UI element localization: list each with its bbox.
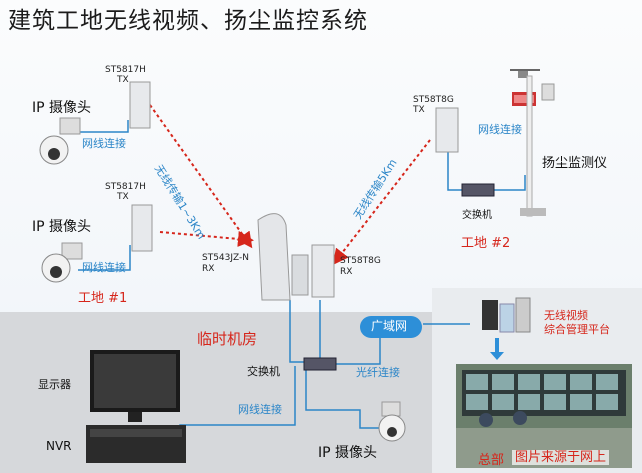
tx-antenna-icon (129, 81, 151, 129)
site-2-label: 工地 #2 (461, 236, 511, 251)
nvr-label: NVR (46, 439, 72, 453)
wireless-link-1 (149, 104, 253, 249)
tx1-model-label: ST5817H (105, 65, 146, 75)
platform-label-line1: 无线视频 (544, 309, 588, 322)
room-switch-label: 交换机 (247, 365, 280, 378)
page-title: 建筑工地无线视频、扬尘监控系统 (8, 8, 368, 34)
wireless-link-3 (332, 139, 431, 266)
tx2-model-label: ST5817H (105, 182, 146, 192)
tx2-tx-label: TX (117, 192, 129, 202)
monitor-label: 显示器 (38, 378, 71, 391)
switch-icon (303, 357, 337, 371)
monitor-icon (90, 350, 180, 422)
cable-label-2: 网线连接 (82, 261, 126, 274)
room-area (0, 312, 436, 473)
fiber-label: 光纤连接 (356, 366, 400, 379)
dust-monitor-icon (510, 69, 555, 217)
camera-1-label: IP 摄像头 (32, 100, 92, 116)
wan-label: 广域网 (371, 319, 408, 333)
cable-label-4: 网线连接 (238, 403, 282, 416)
dust-monitor-label: 扬尘监测仪 (542, 156, 608, 171)
tx-antenna-icon (131, 204, 153, 252)
cable-lines (78, 120, 526, 440)
tx3-model-label: ST58T8G (413, 95, 454, 105)
nvr-icon (86, 425, 186, 463)
cable-label-1: 网线连接 (82, 137, 126, 150)
camera-icon (41, 242, 83, 283)
room-label: 临时机房 (197, 330, 258, 348)
switch-icon (461, 183, 495, 197)
rx2-model-label: ST58T8G (340, 256, 381, 266)
camera-3-label: IP 摄像头 (318, 445, 378, 461)
tx1-tx-label: TX (117, 75, 129, 85)
rx1-model-label: ST543JZ-N (202, 253, 250, 263)
wan-badge (360, 316, 422, 338)
down-arrow-icon (490, 338, 504, 360)
site-1-label: 工地 #1 (78, 291, 128, 306)
rx-antenna-icon (257, 213, 309, 301)
watermark-label: 图片来源于网上 (512, 450, 610, 465)
camera-icon (39, 117, 81, 165)
cable-label-3: 网线连接 (478, 123, 522, 136)
platform-label-line2: 综合管理平台 (544, 323, 610, 336)
tx-antenna-icon (435, 107, 459, 153)
server-icon (482, 297, 531, 333)
rx2-rx-label: RX (340, 267, 353, 277)
headquarters-label: 总部 (478, 453, 505, 468)
camera-2-label: IP 摄像头 (32, 219, 92, 235)
tx3-tx-label: TX (413, 105, 425, 115)
rx1-rx-label: RX (202, 264, 215, 274)
camera-icon (378, 401, 406, 442)
site-switch-label: 交换机 (462, 210, 492, 221)
rx-antenna-icon (311, 244, 335, 298)
